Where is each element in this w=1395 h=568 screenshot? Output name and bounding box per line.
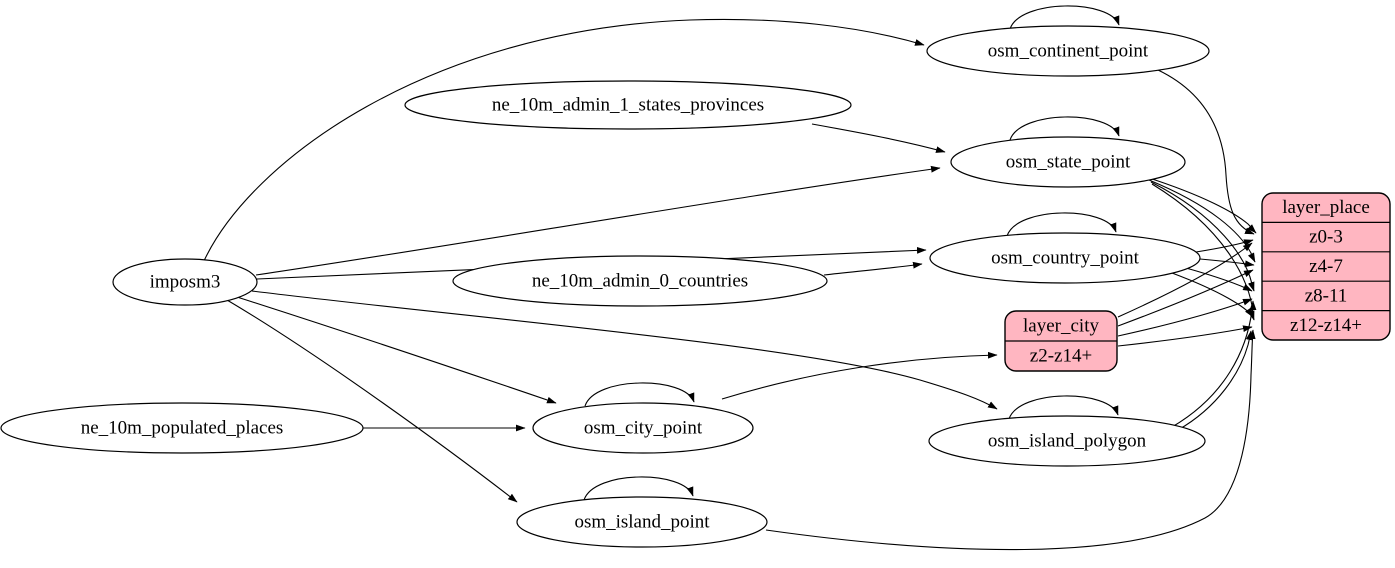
edge-imposm3-to-osm_city_point xyxy=(236,296,557,404)
node-label-ne_10m_admin_1_states_provinces: ne_10m_admin_1_states_provinces xyxy=(492,95,764,116)
record-row-layer_place-z0-3: z0-3 xyxy=(1309,227,1343,248)
edge-osm_state_point-to-layer_place-z0-3 xyxy=(1145,176,1257,234)
node-ne_10m_admin_0_countries xyxy=(452,255,828,307)
self-loop-osm_continent_point xyxy=(1009,5,1120,30)
record-layer_place xyxy=(1261,192,1391,341)
edge-imposm3-to-osm_continent_point xyxy=(202,18,925,264)
edge-osm_country_point-to-layer_place-z8-11 xyxy=(1185,267,1253,292)
edge-osm_city_point-to-layer_city-z2-z14+ xyxy=(721,351,998,400)
self-loop-osm_island_point xyxy=(583,476,694,501)
node-ne_10m_populated_places xyxy=(0,402,364,454)
node-osm_country_point xyxy=(929,232,1201,284)
self-loop-osm_city_point xyxy=(584,382,695,407)
record-row-layer_city-z2-z14+: z2-z14+ xyxy=(1030,346,1092,367)
record-row-layer_place-z4-7: z4-7 xyxy=(1309,256,1343,277)
node-label-osm_state_point: osm_state_point xyxy=(1006,152,1131,173)
edge-layer_city-to-layer_place-z8-11 xyxy=(1117,298,1253,337)
node-label-osm_country_point: osm_country_point xyxy=(991,248,1139,269)
edge-imposm3-to-osm_island_point xyxy=(226,299,518,503)
node-imposm3 xyxy=(112,258,258,306)
edge-osm_country_point-to-layer_place-z4-7 xyxy=(1199,258,1255,268)
self-loop-osm_state_point xyxy=(1009,116,1120,141)
edge-osm_island_polygon-to-layer_place-z8-11 xyxy=(1171,300,1257,428)
node-label-osm_island_point: osm_island_point xyxy=(574,512,710,533)
edge-ne_10m_admin_0_countries-to-osm_country_point xyxy=(823,261,923,276)
node-osm_island_point xyxy=(516,496,768,548)
edge-osm_island_polygon-to-layer_place-z12-z14+ xyxy=(1177,330,1253,431)
self-loop-osm_country_point xyxy=(1006,212,1117,237)
self-loop-osm_island_polygon xyxy=(1008,395,1119,420)
node-osm_island_polygon xyxy=(928,415,1206,467)
node-osm_city_point xyxy=(532,402,754,454)
edge-imposm3-to-osm_state_point xyxy=(255,165,941,276)
edge-ne_10m_admin_1_states_provinces-to-osm_state_point xyxy=(811,123,946,153)
node-label-ne_10m_admin_0_countries: ne_10m_admin_0_countries xyxy=(532,271,748,292)
node-label-osm_continent_point: osm_continent_point xyxy=(988,41,1149,62)
node-ne_10m_admin_1_states_provinces xyxy=(404,80,852,130)
record-row-layer_place-z8-11: z8-11 xyxy=(1305,285,1348,306)
edge-osm_country_point-to-layer_place-z12-z14+ xyxy=(1171,272,1254,318)
record-title-layer_city: layer_city xyxy=(1023,316,1099,337)
node-label-imposm3: imposm3 xyxy=(150,272,221,293)
edge-layer_city-to-layer_place-z12-z14+ xyxy=(1117,325,1253,347)
node-osm_continent_point xyxy=(926,25,1210,77)
edge-osm_island_point-to-layer_place-z12-z14+ xyxy=(765,329,1256,551)
edge-imposm3-to-osm_island_polygon xyxy=(251,290,998,410)
record-row-layer_place-z12-z14+: z12-z14+ xyxy=(1290,315,1362,336)
node-label-osm_city_point: osm_city_point xyxy=(584,418,703,439)
node-osm_state_point xyxy=(950,136,1186,188)
edge-layer_city-to-layer_place-z4-7 xyxy=(1117,269,1254,327)
node-label-osm_island_polygon: osm_island_polygon xyxy=(988,431,1147,452)
edge-layer_city-to-layer_place-z0-3 xyxy=(1117,242,1253,318)
node-label-ne_10m_populated_places: ne_10m_populated_places xyxy=(81,418,284,439)
record-title-layer_place: layer_place xyxy=(1282,197,1370,218)
edge-osm_country_point-to-layer_place-z0-3 xyxy=(1195,239,1254,253)
edge-osm_continent_point-to-layer_place-z0-3 xyxy=(1157,69,1255,235)
